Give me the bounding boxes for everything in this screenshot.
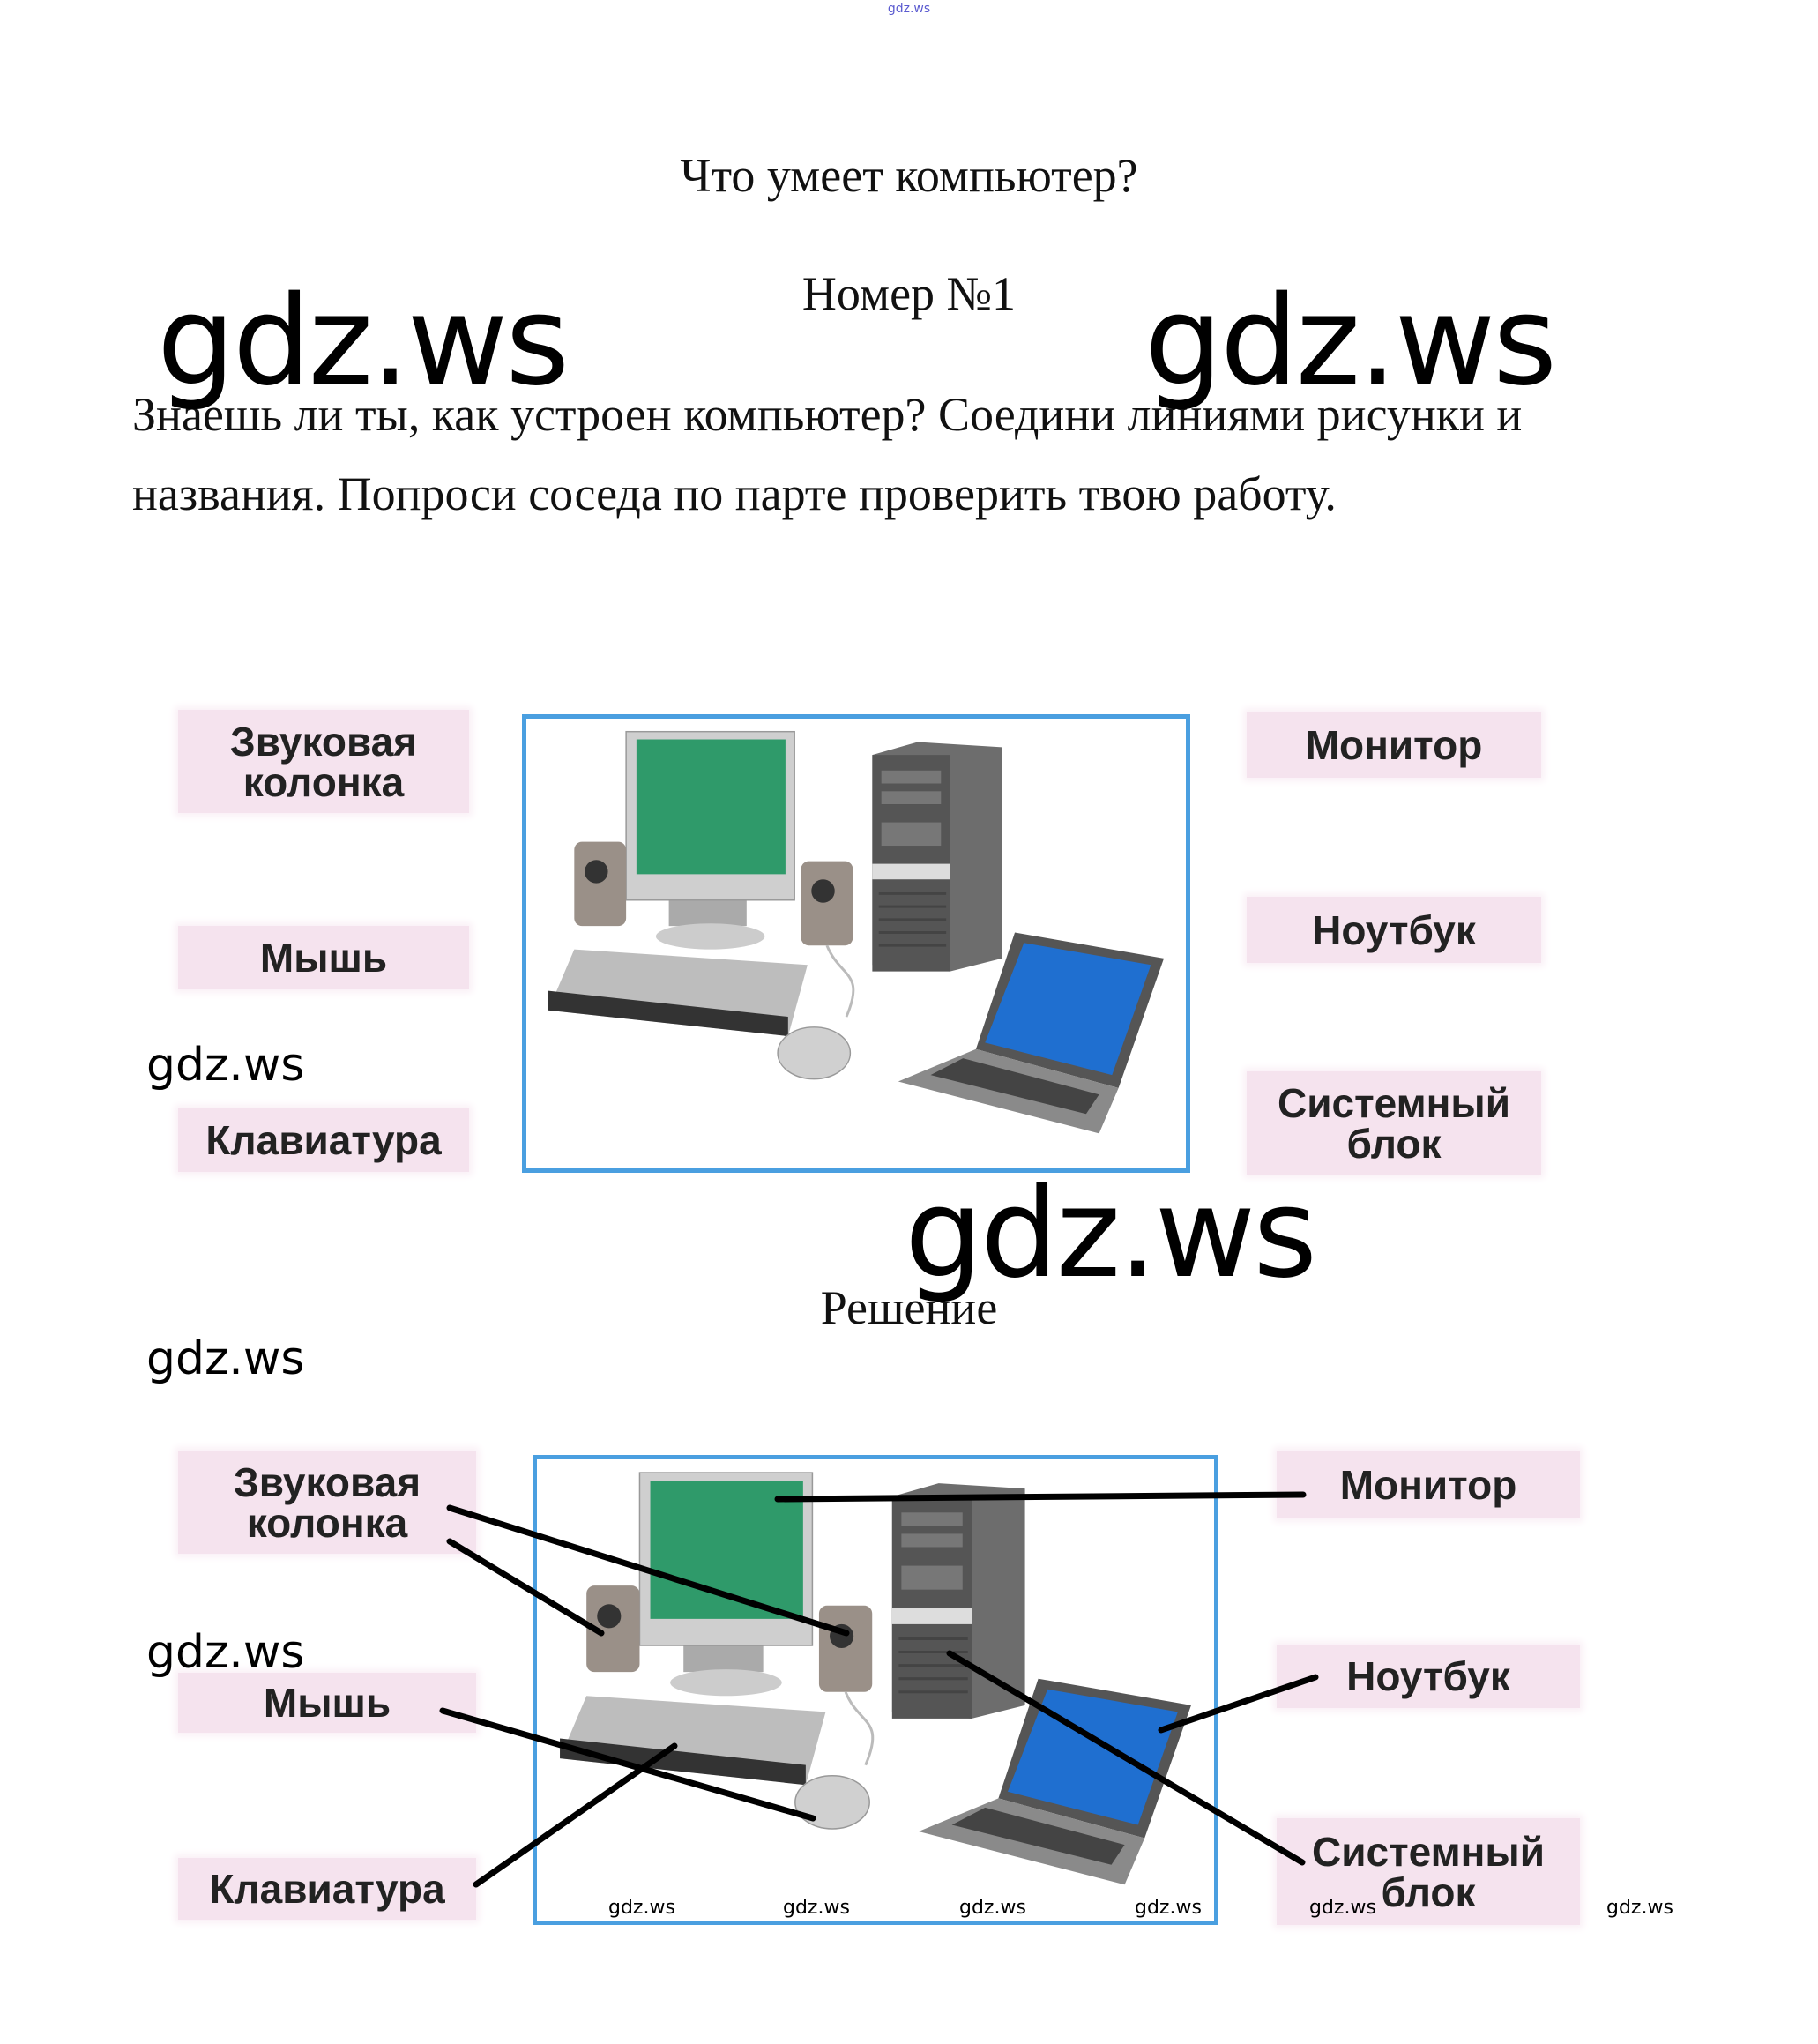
watermark: gdz.ws	[146, 1332, 305, 1385]
solution-label-mouse: Мышь	[178, 1673, 476, 1733]
watermark-top: gdz.ws	[887, 2, 931, 16]
solution-label-keyboard: Клавиатура	[178, 1858, 476, 1920]
label-text: Системный	[1278, 1079, 1510, 1126]
page-title: Что умеет компьютер?	[680, 149, 1138, 202]
computer-illustration	[558, 1471, 1193, 1886]
solution-computer-picture	[533, 1455, 1218, 1925]
label-mouse: Мышь	[178, 926, 469, 989]
computer-illustration	[547, 730, 1166, 1135]
task-text: Знаешь ли ты, как устроен компьютер? Сое…	[132, 375, 1702, 533]
label-text: Звуковая	[229, 718, 418, 765]
label-monitor: Монитор	[1247, 712, 1541, 778]
watermark: gdz.ws	[146, 1039, 305, 1092]
task-line-2: названия. Попроси соседа по парте провер…	[132, 467, 1337, 520]
task-number: Номер №1	[801, 267, 1017, 320]
label-keyboard: Клавиатура	[178, 1108, 469, 1172]
solution-label-monitor: Монитор	[1277, 1451, 1580, 1518]
label-text: Системный	[1312, 1828, 1545, 1875]
computer-picture	[522, 714, 1190, 1173]
watermark: gdz.ws	[157, 270, 570, 414]
watermark: gdz.ws	[1144, 270, 1557, 414]
watermark: gdz.ws	[783, 1897, 850, 1919]
watermark: gdz.ws	[146, 1626, 305, 1679]
solution-label-laptop: Ноутбук	[1277, 1645, 1580, 1708]
label-text: колонка	[242, 758, 405, 805]
watermark: gdz.ws	[959, 1897, 1026, 1919]
watermark: gdz.ws	[905, 1162, 1317, 1306]
watermark: gdz.ws	[1606, 1897, 1673, 1919]
watermark: gdz.ws	[1309, 1897, 1376, 1919]
label-text: блок	[1381, 1869, 1476, 1915]
label-laptop: Ноутбук	[1247, 897, 1541, 963]
label-text: блок	[1346, 1120, 1442, 1167]
solution-heading: Решение	[820, 1281, 998, 1334]
label-text: Звуковая	[233, 1458, 421, 1505]
task-line-1: Знаешь ли ты, как устроен компьютер? Сое…	[132, 388, 1523, 441]
watermark: gdz.ws	[1135, 1897, 1202, 1919]
label-text: колонка	[246, 1499, 408, 1546]
watermark: gdz.ws	[608, 1897, 675, 1919]
